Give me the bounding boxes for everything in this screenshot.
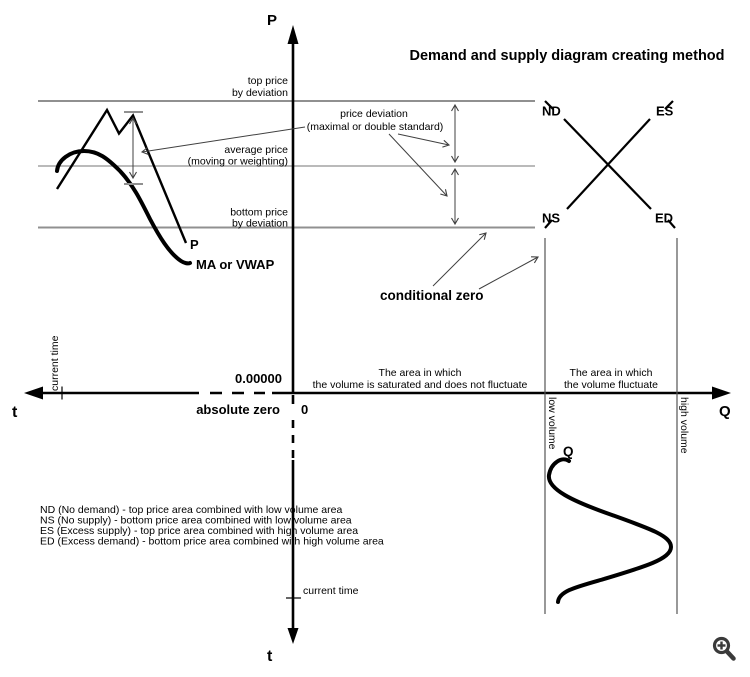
p-axis-arrowhead: [287, 25, 299, 44]
q-axis-arrowhead: [712, 386, 731, 400]
top-price-label-line2: by deviation: [232, 87, 288, 99]
volume-profile-curve: [546, 457, 674, 604]
conditional-zero-label: conditional zero: [380, 288, 484, 303]
fluctuate-area-label-line2: the volume fluctuate: [564, 379, 658, 391]
quadrant-ns-label: NS: [542, 211, 560, 226]
top-price-label-line1: top price: [248, 75, 288, 87]
es-ns-line-tick-bottom: [544, 219, 553, 229]
conditional-zero-arrow-to-volume: [478, 256, 539, 290]
current-time-bottom-label: current time: [303, 585, 359, 597]
conditional-zero-arrow-to-line: [432, 232, 487, 287]
nd-ed-line-tick-top: [544, 100, 554, 110]
price-deviation-note-line2: (maximal or double standard): [307, 121, 444, 133]
ma-vwap-label: MA or VWAP: [196, 257, 275, 272]
t-axis-down-arrowhead: [287, 628, 299, 644]
volume-curve-q-label: Q: [563, 444, 574, 459]
t-axis-bottom-label: t: [267, 648, 273, 665]
legend-line-ed: ED (Excess demand) - bottom price area c…: [40, 536, 384, 548]
bottom-price-label-line1: bottom price: [230, 207, 288, 219]
saturated-area-label-line2: the volume is saturated and does not flu…: [313, 379, 528, 391]
p-axis-label: P: [267, 12, 277, 29]
t-axis-left-label: t: [12, 404, 18, 421]
es-ns-line: [566, 118, 651, 210]
q-axis-label: Q: [719, 403, 731, 420]
ma-vwap-curve: [55, 148, 192, 266]
fluctuate-area-label-line1: The area in which: [570, 367, 653, 379]
origin-zero-label: 0: [301, 402, 308, 417]
current-time-left-label: current time: [49, 335, 61, 391]
zero-value-label: 0.00000: [235, 371, 282, 386]
saturated-area-label-line1: The area in which: [379, 367, 462, 379]
price-zigzag-curve: [55, 107, 188, 244]
quadrant-ed-label: ED: [655, 211, 673, 226]
leader-to-chart-arrow: [140, 126, 306, 156]
quadrant-nd-label: ND: [542, 104, 561, 119]
absolute-zero-label: absolute zero: [196, 402, 280, 417]
average-price-label-line1: average price: [224, 144, 288, 156]
leader-to-lower-arrow: [388, 133, 448, 197]
legend-line-nd: ND (No demand) - top price area combined…: [40, 504, 342, 516]
average-price-label-line2: (moving or weighting): [188, 156, 288, 168]
diagram-title: Demand and supply diagram creating metho…: [409, 48, 724, 64]
zoom-in-icon[interactable]: [712, 636, 736, 661]
legend-line-ns: NS (No supply) - bottom price area combi…: [40, 515, 352, 527]
leader-to-upper-arrow: [397, 133, 451, 148]
es-ns-line-tick-top: [664, 100, 674, 110]
price-deviation-note-line1: price deviation: [340, 108, 408, 120]
price-curve-label: P: [190, 237, 199, 252]
legend-line-es: ES (Excess supply) - top price area comb…: [40, 525, 358, 537]
high-volume-label: high volume: [678, 397, 690, 454]
low-volume-label: low volume: [546, 397, 558, 450]
bottom-price-label-line2: by deviation: [232, 218, 288, 230]
t-axis-left-arrowhead: [24, 386, 43, 400]
nd-ed-line-tick-bottom: [667, 219, 676, 229]
quadrant-es-label: ES: [656, 104, 674, 119]
